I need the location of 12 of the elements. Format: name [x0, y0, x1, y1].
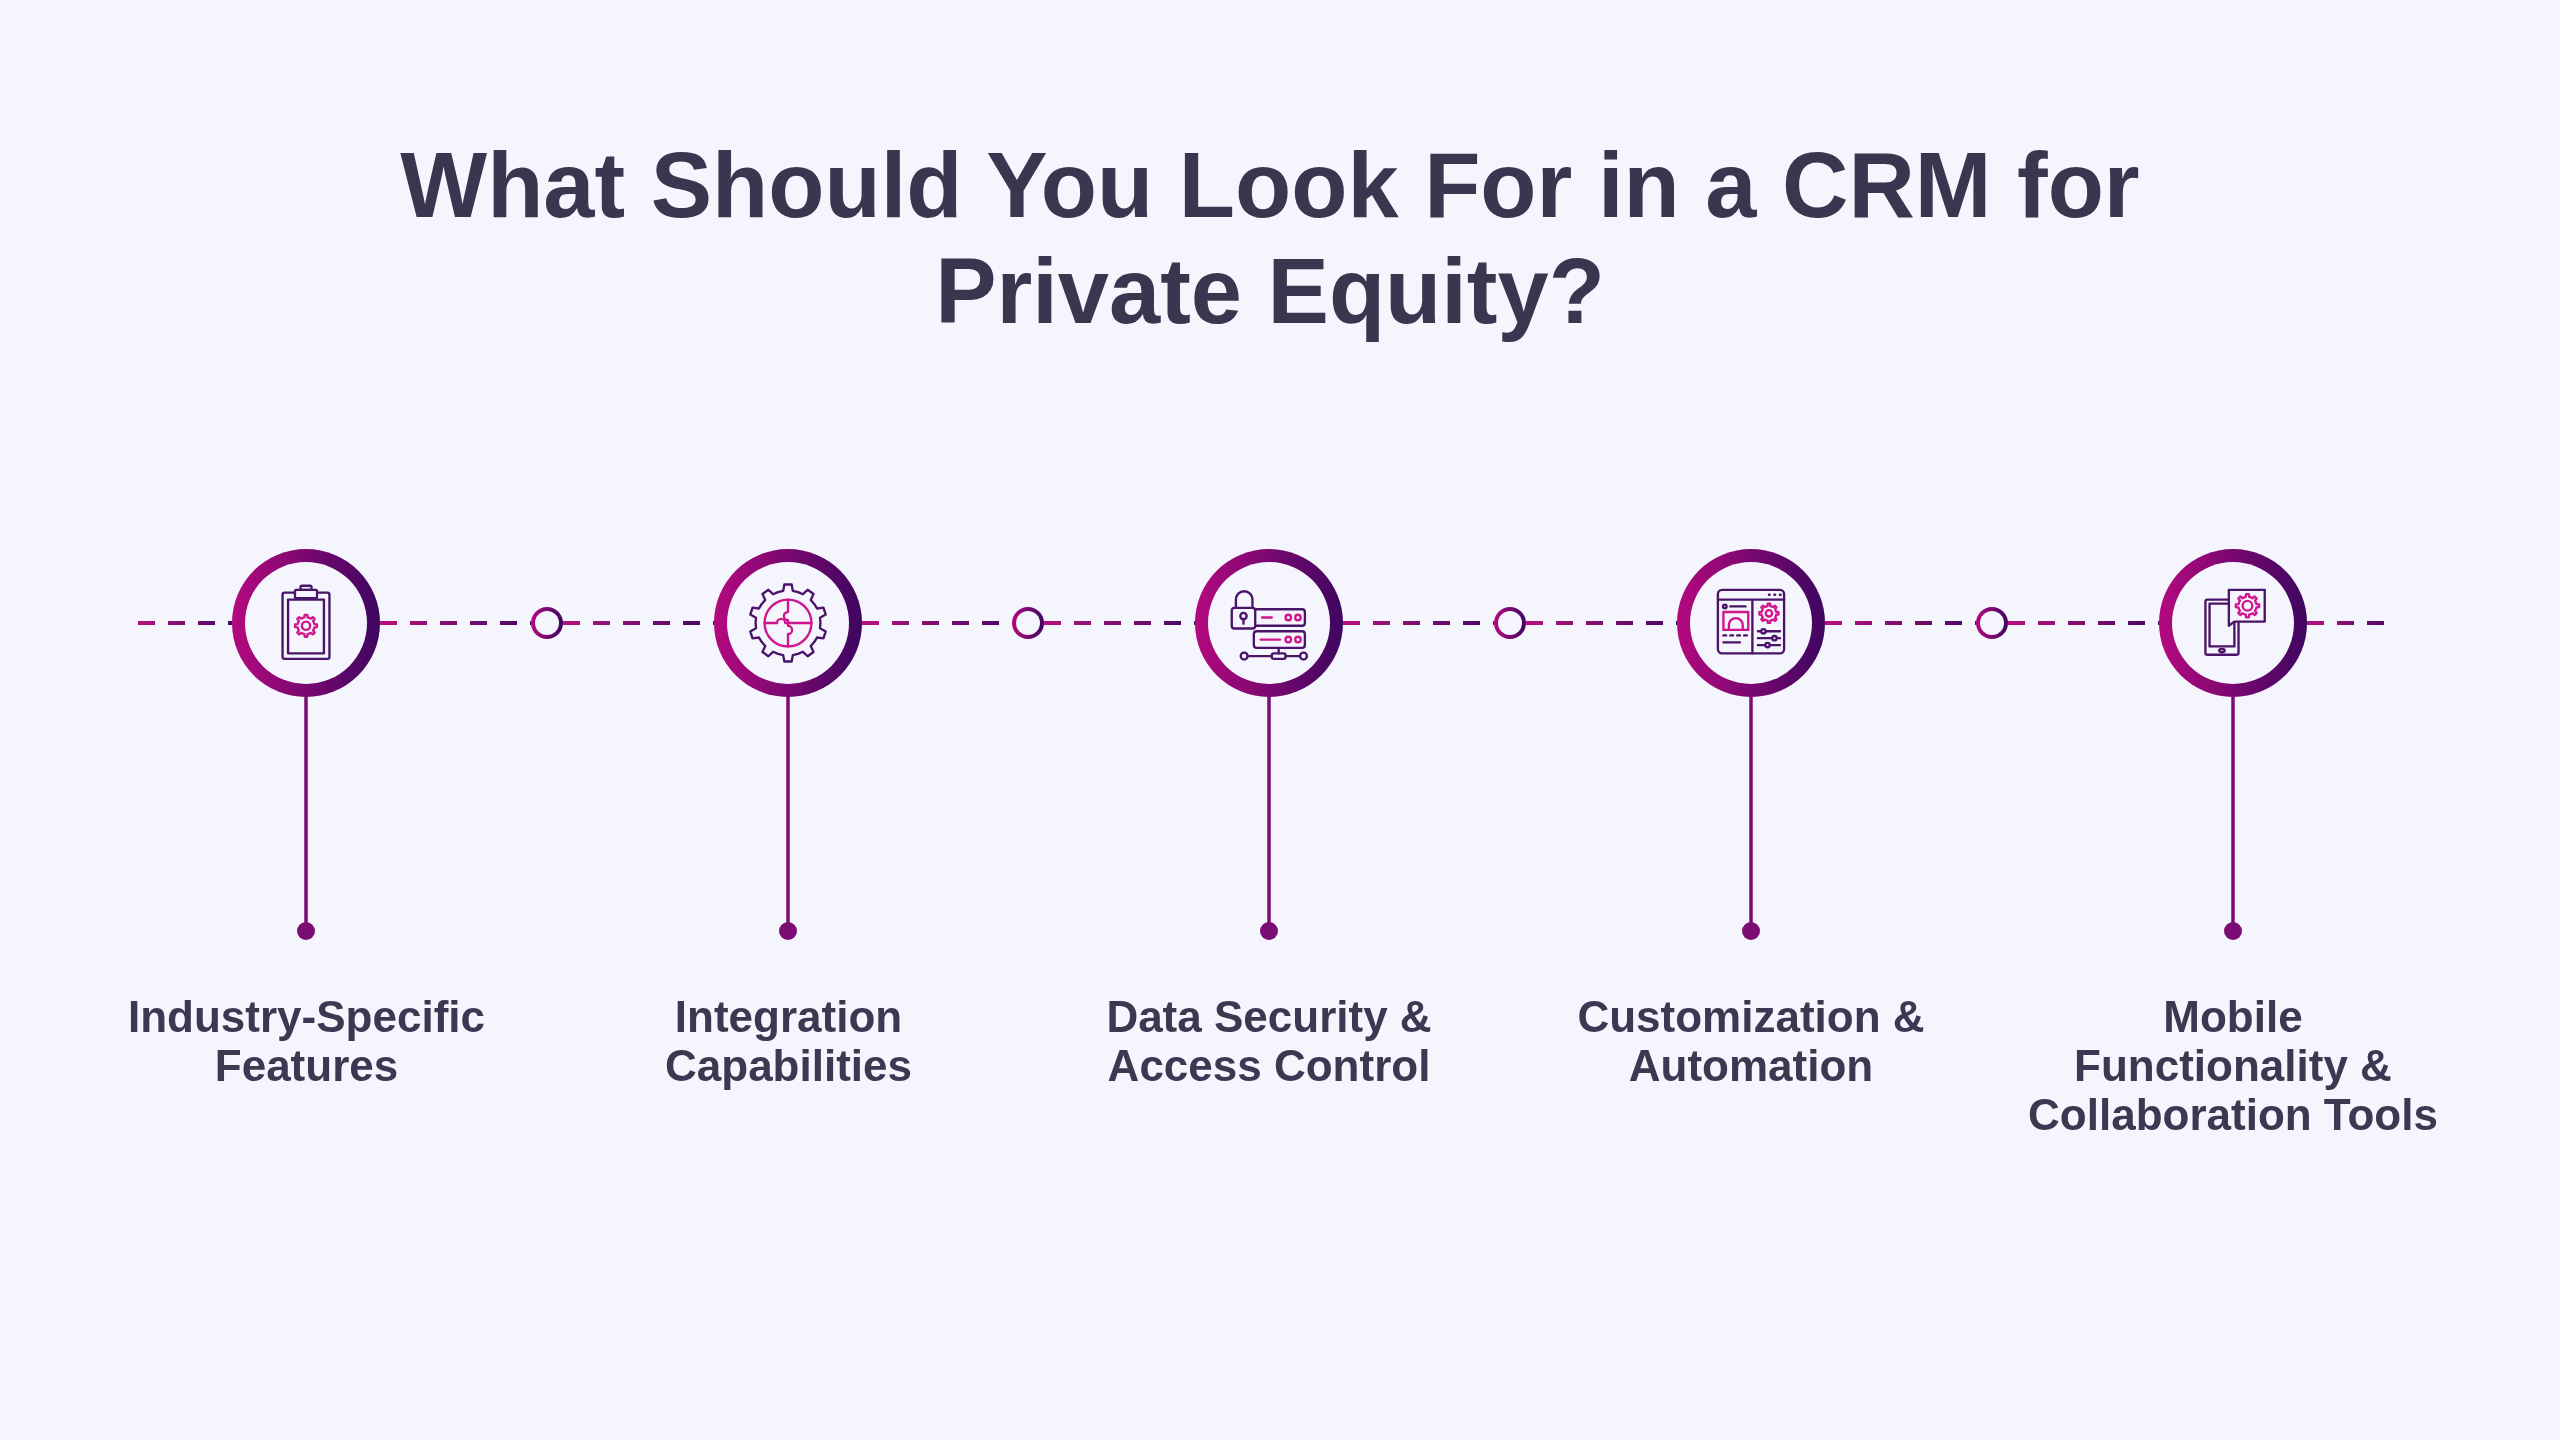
connector-line: [2224, 697, 2242, 940]
connector-line: [1260, 697, 1278, 940]
feature-label: Industry-Specific Features: [127, 992, 486, 1090]
connector-line: [779, 697, 797, 940]
feature-label: Mobile Functionality & Collaboration Tools: [2027, 992, 2439, 1139]
feature-label: Integration Capabilities: [664, 992, 913, 1090]
feature-label: Data Security & Access Control: [1105, 992, 1433, 1090]
connector-line: [1742, 697, 1760, 940]
title: What Should You Look For in a CRM for Private Equity?: [399, 133, 2141, 344]
dashed-connector: [138, 621, 232, 625]
feature-label: Customization & Automation: [1576, 992, 1926, 1090]
connector-line: [297, 697, 315, 940]
